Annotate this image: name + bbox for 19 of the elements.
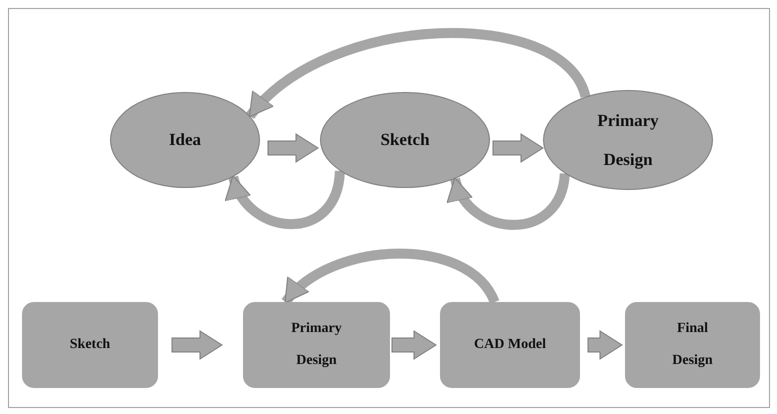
curved-arrow bbox=[449, 172, 570, 230]
block-arrow bbox=[268, 133, 319, 163]
curved-arrow bbox=[246, 28, 590, 120]
process-box bbox=[440, 302, 580, 388]
node-label: Idea bbox=[168, 129, 202, 152]
node-label: Sketch bbox=[70, 336, 110, 354]
block-arrow bbox=[172, 330, 223, 360]
node-label: Sketch bbox=[380, 129, 430, 152]
node-label: Final Design bbox=[671, 320, 714, 370]
process-box bbox=[625, 302, 760, 388]
block-arrow bbox=[492, 133, 544, 163]
process-box bbox=[243, 302, 390, 388]
node-label: CAD Model bbox=[474, 336, 546, 354]
block-arrow bbox=[588, 330, 623, 360]
block-arrow bbox=[392, 330, 437, 360]
curved-arrow bbox=[228, 170, 345, 230]
process-box bbox=[22, 302, 158, 388]
node-label: Primary Design bbox=[596, 110, 660, 171]
node-label: Primary Design bbox=[290, 320, 343, 370]
